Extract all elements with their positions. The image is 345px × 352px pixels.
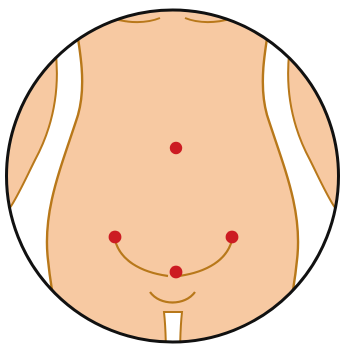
port-marker-right (226, 231, 239, 244)
torso (47, 0, 298, 352)
port-marker-left (109, 231, 122, 244)
port-marker-lower-center (170, 266, 183, 279)
port-marker-upper-center (170, 142, 182, 154)
